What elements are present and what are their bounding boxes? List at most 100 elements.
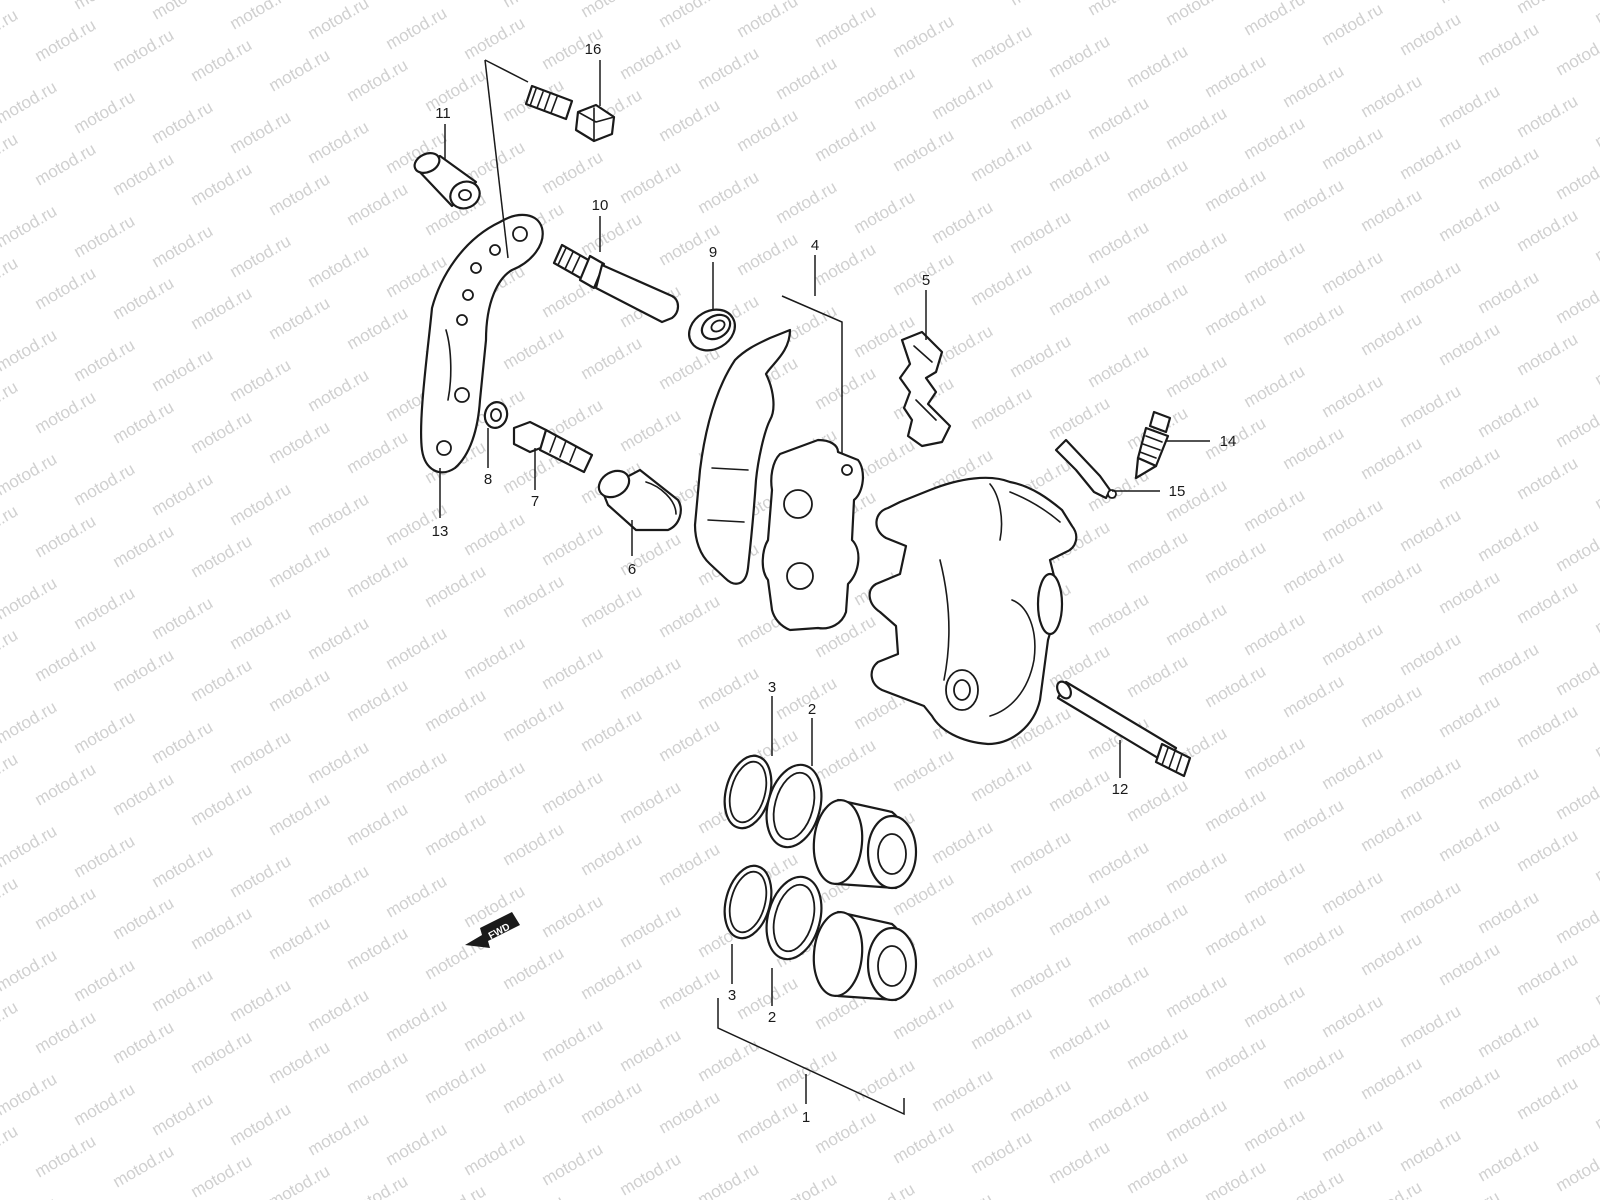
watermark-text: motod.ru xyxy=(149,841,217,891)
watermark-text: motod.ru xyxy=(500,323,568,373)
watermark-text: motod.ru xyxy=(0,253,21,303)
watermark-text: motod.ru xyxy=(1202,661,1270,711)
watermark-text: motod.ru xyxy=(617,529,685,579)
watermark-text: motod.ru xyxy=(149,717,217,767)
watermark-text: motod.ru xyxy=(1007,0,1075,9)
watermark-text: motod.ru xyxy=(1124,775,1192,825)
watermark-text: motod.ru xyxy=(890,1117,958,1167)
callout-10: 10 xyxy=(592,197,609,214)
watermark-text: motod.ru xyxy=(500,0,568,11)
watermark-text: motod.ru xyxy=(266,1161,334,1200)
watermark-text: motod.ru xyxy=(227,1099,295,1149)
watermark-text: motod.ru xyxy=(1475,1135,1543,1185)
watermark-text: motod.ru xyxy=(1319,619,1387,669)
watermark-text: motod.ru xyxy=(461,1005,529,1055)
watermark-text: motod.ru xyxy=(578,953,646,1003)
watermark-text: motod.ru xyxy=(1241,0,1309,39)
watermark-text: motod.ru xyxy=(1475,639,1543,689)
watermark-text: motod.ru xyxy=(968,21,1036,71)
watermark-text: motod.ru xyxy=(305,985,373,1035)
watermark-text: motod.ru xyxy=(1436,691,1504,741)
callout-2-upper: 2 xyxy=(808,701,816,718)
watermark-text: motod.ru xyxy=(1085,341,1153,391)
watermark-text: motod.ru xyxy=(929,941,997,991)
watermark-text: motod.ru xyxy=(227,727,295,777)
watermark-text: motod.ru xyxy=(1202,165,1270,215)
watermark-text: motod.ru xyxy=(1319,371,1387,421)
watermark-text: motod.ru xyxy=(110,769,178,819)
watermark-text: motod.ru xyxy=(1241,113,1309,163)
watermark-text: motod.ru xyxy=(1514,1073,1582,1123)
watermark-text: motod.ru xyxy=(344,551,412,601)
piston-set-lower xyxy=(723,864,918,1002)
callout-7: 7 xyxy=(531,493,539,510)
watermark-text: motod.ru xyxy=(1202,51,1270,101)
callout-11: 11 xyxy=(435,105,451,122)
watermark-text: motod.ru xyxy=(1046,393,1114,443)
watermark-text: motod.ru xyxy=(1280,423,1348,473)
watermark-text: motod.ru xyxy=(1319,495,1387,545)
watermark-text: motod.ru xyxy=(461,757,529,807)
watermark-text: motod.ru xyxy=(71,707,139,757)
watermark-text: motod.ru xyxy=(1280,299,1348,349)
watermark-text: motod.ru xyxy=(461,1129,529,1179)
watermark-text: motod.ru xyxy=(695,43,763,93)
watermark-text: motod.ru xyxy=(968,1127,1036,1177)
watermark-text: motod.ru xyxy=(1046,1137,1114,1187)
watermark-text: motod.ru xyxy=(812,1107,880,1157)
callout-16: 16 xyxy=(585,41,602,58)
watermark-text: motod.ru xyxy=(500,1067,568,1117)
watermark-text: motod.ru xyxy=(32,1131,100,1181)
watermark-text: motod.ru xyxy=(71,87,139,137)
watermark-text: motod.ru xyxy=(461,13,529,63)
watermark-text: motod.ru xyxy=(0,997,21,1047)
watermark-text: motod.ru xyxy=(617,777,685,827)
watermark-text: motod.ru xyxy=(344,303,412,353)
watermark-text: motod.ru xyxy=(851,1055,919,1105)
part-14-bleeder-valve xyxy=(1134,410,1172,480)
watermark-text: motod.ru xyxy=(1319,1115,1387,1165)
watermark-text: motod.ru xyxy=(110,521,178,571)
watermark-text: motod.ru xyxy=(0,201,60,251)
watermark-text: motod.ru xyxy=(344,427,412,477)
watermark-text: motod.ru xyxy=(1592,959,1600,1009)
part-7-pin-bolt xyxy=(512,420,594,474)
watermark-text: motod.ru xyxy=(188,655,256,705)
watermark-text: motod.ru xyxy=(1592,339,1600,389)
watermark-text: motod.ru xyxy=(1358,1053,1426,1103)
watermark-text: motod.ru xyxy=(266,417,334,467)
watermark-text: motod.ru xyxy=(383,1119,451,1169)
watermark-text: motod.ru xyxy=(1124,1023,1192,1073)
watermark-text: motod.ru xyxy=(1319,991,1387,1041)
watermark-text: motod.ru xyxy=(110,25,178,75)
watermark-text: motod.ru xyxy=(1007,331,1075,381)
watermark-text: motod.ru xyxy=(1202,1033,1270,1083)
watermark-text: motod.ru xyxy=(734,1097,802,1147)
watermark-text: motod.ru xyxy=(578,209,646,259)
watermark-text: motod.ru xyxy=(1436,0,1504,7)
callout-1: 1 xyxy=(802,1109,810,1126)
watermark-text: motod.ru xyxy=(1163,971,1231,1021)
watermark-text: motod.ru xyxy=(0,873,21,923)
watermark-text: motod.ru xyxy=(305,365,373,415)
watermark-text: motod.ru xyxy=(1319,123,1387,173)
watermark-text: motod.ru xyxy=(578,581,646,631)
watermark-text: motod.ru xyxy=(1397,629,1465,679)
watermark-text: motod.ru xyxy=(500,571,568,621)
watermark-text: motod.ru xyxy=(344,1047,412,1097)
watermark-text: motod.ru xyxy=(500,819,568,869)
watermark-text: motod.ru xyxy=(1358,557,1426,607)
watermark-text: motod.ru xyxy=(0,821,60,871)
watermark-text: motod.ru xyxy=(1124,279,1192,329)
callout-5: 5 xyxy=(922,272,930,289)
watermark-text: motod.ru xyxy=(227,479,295,529)
watermark-text: motod.ru xyxy=(1397,1001,1465,1051)
part-10-slide-pin xyxy=(552,243,680,324)
watermark-text: motod.ru xyxy=(188,283,256,333)
watermark-text: motod.ru xyxy=(1436,81,1504,131)
watermark-text: motod.ru xyxy=(500,943,568,993)
watermark-text: motod.ru xyxy=(32,635,100,685)
watermark-text: motod.ru xyxy=(1475,267,1543,317)
watermark-text: motod.ru xyxy=(1514,701,1582,751)
watermark-text: motod.ru xyxy=(32,1007,100,1057)
